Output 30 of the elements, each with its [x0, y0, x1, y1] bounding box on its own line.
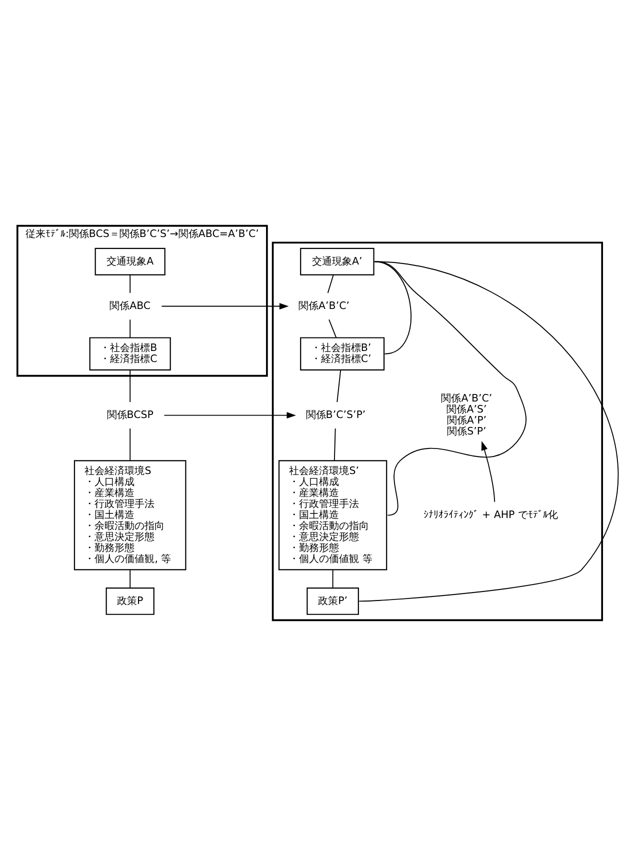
node-text: 関係ABC [110, 299, 151, 312]
node-text: ｼﾅﾘｵﾗｲﾃｨﾝｸﾞ + AHP でﾓﾃﾞﾙ化 [424, 508, 558, 520]
node-box: ・社会指標B’ ・経済指標C’ [300, 336, 385, 370]
connector [130, 568, 131, 588]
connector [328, 318, 337, 338]
connector [358, 260, 619, 602]
connector [336, 369, 342, 402]
node-text: 関係B’C’S’P’ [306, 408, 366, 421]
cluster [272, 241, 604, 621]
node-box: 社会経済環境S ・人口構成 ・産業構造 ・行政管理手法 ・国土構造 ・余暇活動の指向 ・意思決定形態 ・勤務形態 ・個人の価値観, 等 [74, 460, 186, 570]
node-box: 政策P’ [306, 586, 359, 614]
node-box: 政策P [106, 586, 154, 614]
connector [374, 260, 412, 354]
arrow [481, 440, 496, 502]
connector [334, 428, 336, 461]
arrow [161, 302, 289, 309]
node-box: ・社会指標B ・経済指標C [89, 336, 171, 370]
connector [130, 318, 131, 338]
node-box: 交通現象A’ [300, 247, 374, 275]
connector [130, 369, 131, 402]
connector [130, 428, 131, 461]
node-text: 関係A’B’C’ 関係A’S’ 関係A’P’ 関係S’P’ [441, 392, 492, 437]
node-box: 交通現象A [94, 247, 166, 275]
node-text: 関係BCSP [106, 408, 154, 421]
connector [130, 274, 131, 293]
node-text: 関係A’B’C’ [298, 299, 350, 312]
arrow [164, 412, 296, 418]
node-box: 社会経済環境S’ ・人口構成 ・産業構造 ・行政管理手法 ・国土構造 ・余暇活動の指向 ・意思決定形態 ・勤務形態 ・個人の価値観 等 [278, 460, 388, 570]
connector [332, 568, 334, 588]
connector [327, 274, 334, 293]
